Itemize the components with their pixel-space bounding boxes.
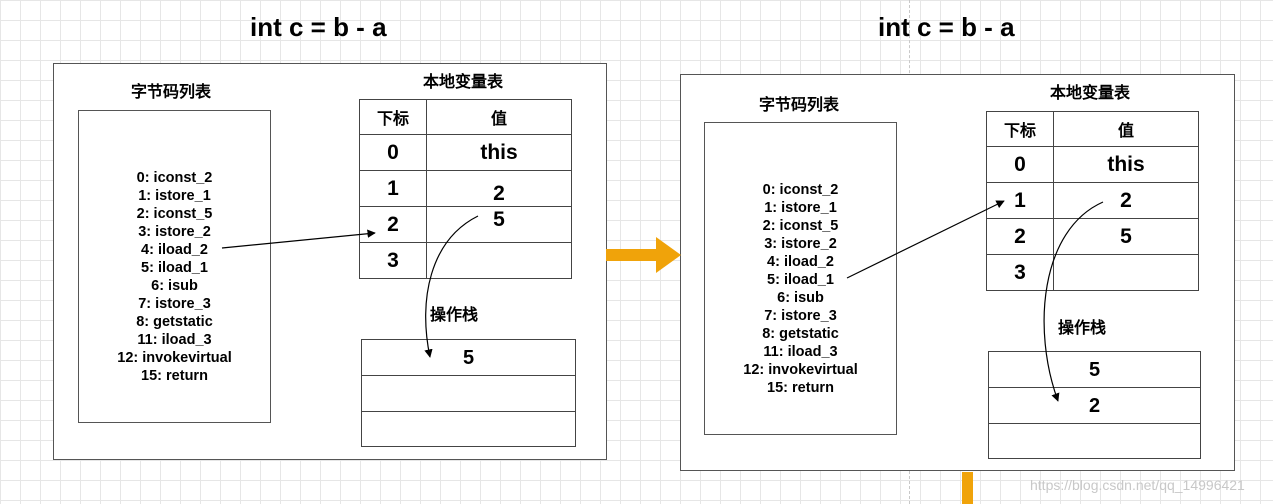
bytecode-line: 6: isub <box>777 290 824 306</box>
locals-index: 0 <box>986 146 1054 183</box>
locals-value <box>426 242 572 279</box>
bytecode-line: 3: istore_2 <box>138 224 211 240</box>
stack-slot: 5 <box>362 340 575 376</box>
locals-value: 5 <box>1053 218 1199 255</box>
bytecode-line: 0: iconst_2 <box>762 182 839 198</box>
stack-slot: 2 <box>989 388 1200 424</box>
locals-value: this <box>426 134 572 171</box>
stack-slot: 5 <box>989 352 1200 388</box>
push-arrow <box>1043 201 1104 402</box>
load-arrow <box>846 200 1005 279</box>
bytecode-line: 0: iconst_2 <box>136 170 213 186</box>
watermark: https://blog.csdn.net/qq_14996421 <box>1030 477 1245 493</box>
bytecode-line: 5: iload_1 <box>767 272 834 288</box>
bytecode-line: 1: istore_1 <box>138 188 211 204</box>
bytecode-line: 4: iload_2 <box>141 242 208 258</box>
panel-1-operand-stack: 5 <box>361 339 576 447</box>
bytecode-line: 8: getstatic <box>762 326 839 342</box>
bytecode-line: 3: istore_2 <box>764 236 837 252</box>
bytecode-line: 2: iconst_5 <box>136 206 213 222</box>
panel-1-title: int c = b - a <box>250 12 387 42</box>
panel-2-bytecode-box: 0: iconst_2 1: istore_1 2: iconst_5 3: i… <box>704 122 897 435</box>
locals-index: 1 <box>986 182 1054 219</box>
bytecode-line: 8: getstatic <box>136 314 213 330</box>
bytecode-line: 7: istore_3 <box>764 308 837 324</box>
load-arrow <box>221 229 376 249</box>
bytecode-line: 11: iload_3 <box>137 332 212 348</box>
locals-value: 2 <box>426 170 572 207</box>
bytecode-line: 15: return <box>767 380 834 396</box>
next-step-arrow-down <box>962 472 973 504</box>
stack-slot <box>362 376 575 412</box>
panel-2-locals-table: 下标 值 0 this 1 2 2 5 3 <box>986 111 1199 291</box>
bytecode-line: 11: iload_3 <box>763 344 838 360</box>
locals-value: 2 <box>1053 182 1199 219</box>
panel-2-stack-label: 操作栈 <box>1058 320 1107 337</box>
bytecode-line: 4: iload_2 <box>767 254 834 270</box>
locals-value <box>1053 254 1199 291</box>
bytecode-line: 12: invokevirtual <box>117 350 232 366</box>
panel-2-operand-stack: 5 2 <box>988 351 1201 459</box>
push-arrow <box>424 215 479 358</box>
locals-index: 2 <box>986 218 1054 255</box>
bytecode-line: 15: return <box>141 368 208 384</box>
bytecode-line: 2: iconst_5 <box>762 218 839 234</box>
panel-2-bytecode-label: 字节码列表 <box>759 97 840 114</box>
bytecode-line: 7: istore_3 <box>138 296 211 312</box>
panel-1-bytecode-box: 0: iconst_2 1: istore_1 2: iconst_5 3: i… <box>78 110 271 423</box>
bytecode-line: 12: invokevirtual <box>743 362 858 378</box>
panel-1-bytecode-label: 字节码列表 <box>131 84 212 101</box>
locals-index: 0 <box>359 134 427 171</box>
panel-1-stack-label: 操作栈 <box>430 307 479 324</box>
panel-1-locals-label: 本地变量表 <box>423 74 504 91</box>
panel-1-locals-table: 下标 值 0 this 1 2 2 5 3 <box>359 99 572 279</box>
locals-header-value: 值 <box>426 99 572 135</box>
bytecode-line: 1: istore_1 <box>764 200 837 216</box>
bytecode-line: 5: iload_1 <box>141 260 208 276</box>
bytecode-line: 6: isub <box>151 278 198 294</box>
panel-2-locals-label: 本地变量表 <box>1050 85 1131 102</box>
panel-2-title: int c = b - a <box>878 12 1015 42</box>
locals-index: 3 <box>359 242 427 279</box>
locals-value: this <box>1053 146 1199 183</box>
locals-index: 1 <box>359 170 427 207</box>
next-step-arrow <box>606 237 681 273</box>
